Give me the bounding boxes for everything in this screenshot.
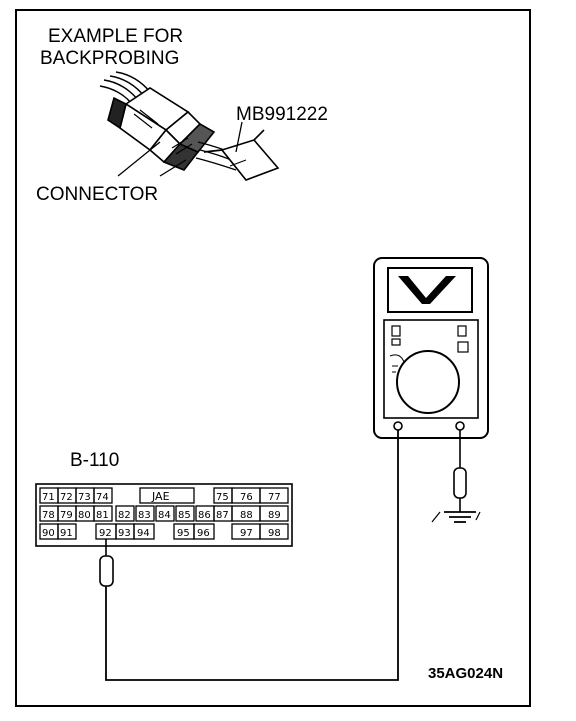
pin-label: 83 bbox=[138, 510, 151, 521]
selector-dial-icon bbox=[396, 350, 460, 414]
pin-label: 96 bbox=[197, 528, 210, 539]
pin-label: 84 bbox=[158, 510, 171, 521]
pin-label: 81 bbox=[96, 510, 109, 521]
ground-probe-icon bbox=[453, 467, 467, 499]
connector-label: CONNECTOR bbox=[36, 184, 158, 205]
pin-cell bbox=[133, 523, 155, 540]
connector-body-icon bbox=[107, 87, 216, 171]
pin-label: 90 bbox=[42, 528, 55, 539]
pin-cell bbox=[259, 505, 289, 522]
pin-label: 76 bbox=[240, 492, 253, 503]
example-title-line1: EXAMPLE FOR bbox=[48, 26, 183, 47]
pin-label: 78 bbox=[42, 510, 55, 521]
probed-pin-label: 92 bbox=[99, 528, 112, 539]
pin-label: 79 bbox=[60, 510, 73, 521]
pin-cell bbox=[155, 505, 175, 522]
backprobe-tool-icon bbox=[203, 129, 280, 181]
pin-label: 75 bbox=[216, 492, 229, 503]
pin-label: 95 bbox=[177, 528, 190, 539]
connector-maker-label: JAE bbox=[151, 490, 170, 503]
backprobing-illustration: EXAMPLE FOR BACKPROBING bbox=[36, 26, 328, 205]
pin-cell bbox=[57, 523, 77, 540]
pin-label: 74 bbox=[96, 492, 109, 503]
meter-terminal-negative bbox=[455, 421, 465, 431]
tool-label: MB991222 bbox=[236, 104, 328, 125]
pin-label: 88 bbox=[240, 510, 253, 521]
test-probe-icon bbox=[99, 539, 114, 587]
pin-cell bbox=[193, 523, 215, 540]
pin-label: 87 bbox=[216, 510, 229, 521]
connector-leader-line-b bbox=[159, 159, 187, 177]
pin-cell bbox=[93, 487, 113, 504]
ground-icon bbox=[431, 511, 481, 523]
pin-cell bbox=[115, 505, 135, 522]
pin-cell bbox=[93, 505, 113, 522]
voltmeter-icon bbox=[373, 257, 489, 439]
meter-terminal-positive bbox=[393, 421, 403, 431]
jae-label-cell bbox=[139, 487, 195, 504]
pin-cell bbox=[259, 523, 289, 540]
connector-leader-line-a bbox=[117, 141, 161, 177]
pin-label: 98 bbox=[268, 528, 281, 539]
pin-label: 97 bbox=[240, 528, 253, 539]
figure-frame bbox=[15, 9, 531, 707]
pin-cell bbox=[259, 487, 289, 504]
tool-leader-line bbox=[235, 121, 243, 153]
pin-label: 73 bbox=[78, 492, 91, 503]
pin-label: 82 bbox=[118, 510, 131, 521]
pin-label: 77 bbox=[268, 492, 281, 503]
pin-label: 85 bbox=[178, 510, 191, 521]
test-lead-wire bbox=[105, 430, 399, 681]
pin-label: 91 bbox=[60, 528, 73, 539]
pin-label: 93 bbox=[118, 528, 131, 539]
pin-label: 89 bbox=[268, 510, 281, 521]
pin-label: 72 bbox=[60, 492, 73, 503]
example-title-line2: BACKPROBING bbox=[40, 48, 179, 69]
pin-label: 71 bbox=[42, 492, 55, 503]
harness-connector-label: B-110 bbox=[70, 450, 119, 471]
figure-code: 35AG024N bbox=[428, 665, 503, 682]
pin-label: 94 bbox=[137, 528, 150, 539]
connector-b110-face: 71 72 73 74 JAE 75 76 77 78 79 80 81 82 … bbox=[35, 483, 293, 547]
ground-lead bbox=[453, 430, 467, 512]
volt-symbol-icon bbox=[398, 276, 456, 304]
pin-label: 86 bbox=[198, 510, 211, 521]
pin-cell bbox=[175, 505, 195, 522]
pin-label: 80 bbox=[78, 510, 91, 521]
pin-cell bbox=[135, 505, 155, 522]
